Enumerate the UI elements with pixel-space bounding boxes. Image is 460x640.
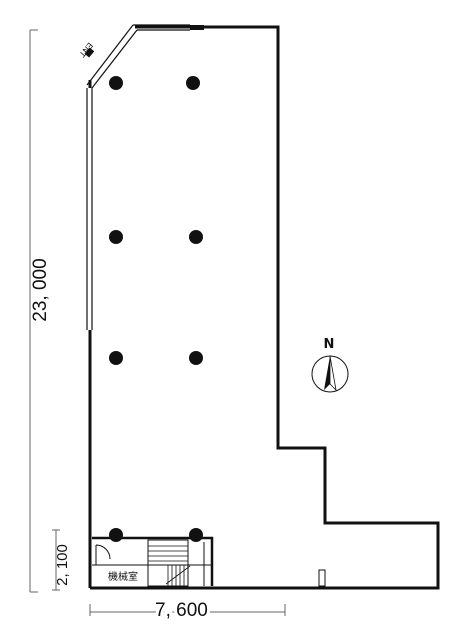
columns — [109, 76, 203, 542]
exterior-wall — [88, 25, 440, 590]
entrance-marker: ENT — [77, 41, 95, 59]
entrance-diagonal-wall — [86, 24, 204, 89]
column — [109, 230, 123, 244]
height-dimension: 23, 000 — [29, 29, 51, 593]
column — [109, 528, 123, 542]
machine-room-label: 機械室 — [108, 570, 138, 583]
column — [186, 76, 200, 90]
width-dimension-label: 7, 600 — [155, 600, 208, 621]
height-dimension-label: 23, 000 — [30, 258, 51, 321]
north-arrow: N — [311, 337, 349, 393]
entrance-label: ENT — [77, 41, 94, 59]
room-depth-dimension: 2, 100 — [52, 529, 71, 591]
wall-fixture — [318, 569, 326, 587]
staircase — [147, 539, 191, 587]
width-dimension: 7, 600 — [89, 597, 286, 624]
north-label: N — [324, 337, 335, 352]
column — [189, 230, 203, 244]
room-depth-label: 2, 100 — [54, 544, 71, 586]
column — [109, 351, 123, 365]
core-block: 機械室 — [92, 536, 214, 587]
window-wall — [86, 88, 93, 330]
door-icon — [95, 544, 111, 565]
column — [189, 528, 203, 542]
column — [189, 351, 203, 365]
column — [109, 76, 123, 90]
entrance-arrow-icon — [84, 47, 95, 58]
